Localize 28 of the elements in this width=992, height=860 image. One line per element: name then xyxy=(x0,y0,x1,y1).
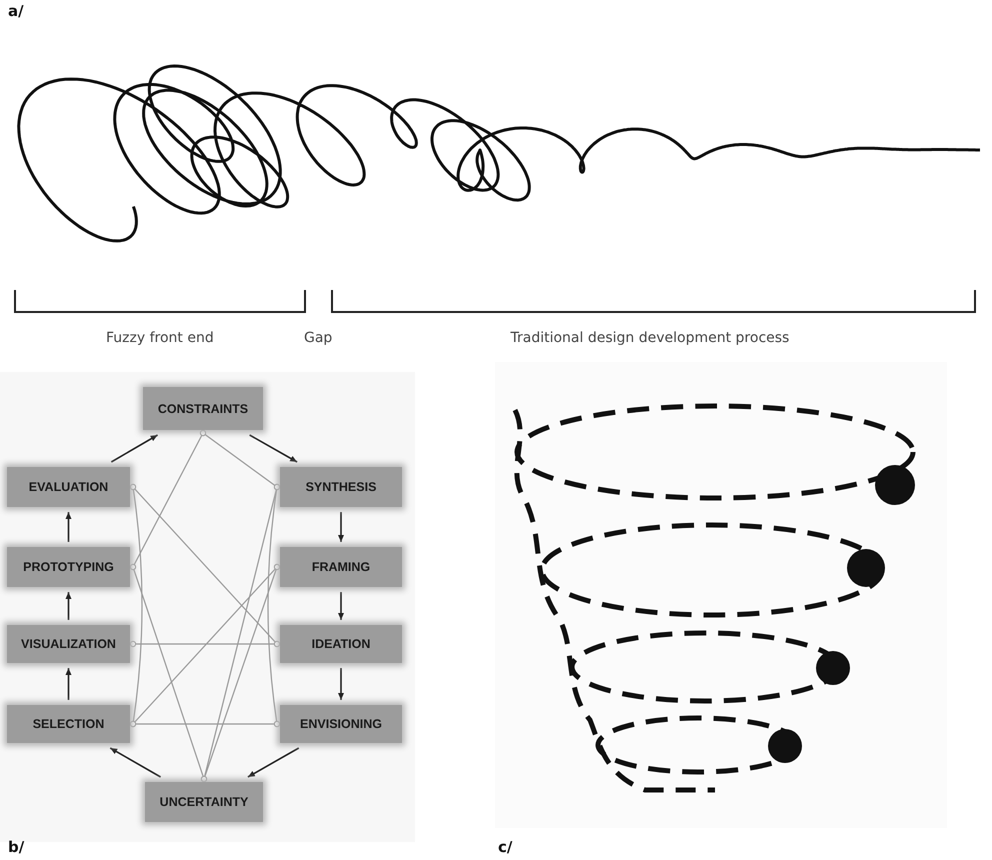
process-box: PROTOTYPING xyxy=(7,547,130,587)
arrow xyxy=(66,512,72,542)
arrow xyxy=(66,668,72,700)
arrow xyxy=(110,434,158,463)
process-box: SELECTION xyxy=(7,705,130,743)
panel-label: c/ xyxy=(498,838,512,856)
bracket-label: Gap xyxy=(304,330,332,346)
arrow xyxy=(338,668,344,700)
process-box: IDEATION xyxy=(280,625,402,663)
arrow xyxy=(248,747,300,778)
panel-label: b/ xyxy=(8,838,24,856)
arrow xyxy=(66,592,72,620)
process-box: FRAMING xyxy=(280,547,402,587)
bracket-label: Traditional design development process xyxy=(510,330,790,346)
bracket-label: Fuzzy front end xyxy=(106,330,214,346)
arrow xyxy=(110,747,161,778)
panel-label: a/ xyxy=(8,2,24,20)
process-box: VISUALIZATION xyxy=(7,625,130,663)
process-box: EVALUATION xyxy=(7,467,130,507)
process-box: UNCERTAINTY xyxy=(145,782,263,822)
process-box: CONSTRAINTS xyxy=(143,387,263,430)
arrow xyxy=(338,592,344,620)
process-box: SYNTHESIS xyxy=(280,467,402,507)
arrow xyxy=(338,512,344,542)
arrow xyxy=(249,434,298,463)
process-box: ENVISIONING xyxy=(280,705,402,743)
connector-line xyxy=(130,720,280,728)
connector-line xyxy=(130,640,280,648)
